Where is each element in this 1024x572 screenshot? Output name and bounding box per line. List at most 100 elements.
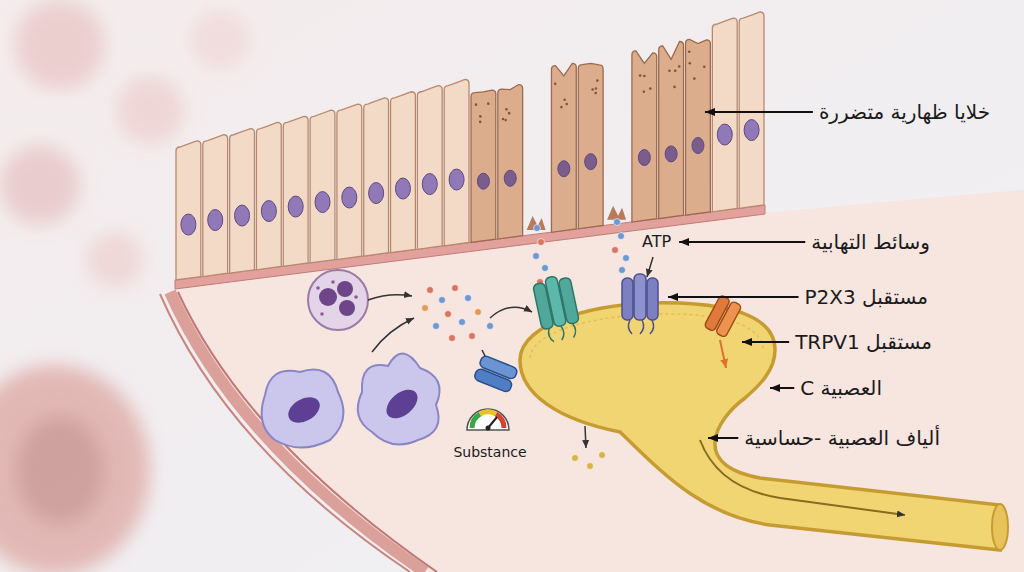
epithelium	[176, 12, 764, 280]
cell-nucleus	[315, 192, 330, 213]
mediator-dot	[534, 225, 541, 232]
damage-speckle	[703, 66, 706, 69]
damage-speckle	[643, 75, 646, 78]
cell-debris	[607, 206, 626, 220]
granule	[320, 312, 324, 316]
cell-nucleus	[449, 169, 464, 190]
receptor-trpv1	[704, 295, 742, 338]
mediator-dot	[619, 267, 626, 274]
damage-speckle	[565, 103, 568, 106]
cell-nucleus	[477, 173, 489, 189]
damage-speckle	[594, 92, 597, 95]
epithelial-cell	[444, 80, 469, 246]
cell-nucleus	[638, 150, 650, 166]
blurred-cell	[0, 145, 80, 225]
nucleus-lobe	[337, 281, 353, 297]
receptor-teal	[532, 273, 582, 344]
damage-speckle	[596, 79, 599, 82]
epithelial-cell	[659, 42, 684, 219]
cell-nucleus	[558, 161, 570, 177]
epithelial-cell	[203, 135, 228, 277]
mediator-dot	[422, 305, 429, 312]
mediator-dot	[445, 311, 452, 318]
mediator-dot	[487, 323, 494, 330]
leader-arrow	[668, 296, 799, 298]
receptor-subunit	[622, 278, 633, 320]
callout-label: ألياف العصبية -حساسية	[744, 426, 940, 450]
epithelial-cell	[471, 90, 496, 242]
granule	[316, 286, 320, 290]
nerve-end	[992, 504, 1008, 550]
nucleus	[284, 392, 324, 428]
mediator-dot	[469, 333, 476, 340]
receptor-tail	[548, 323, 578, 342]
gauge-red	[496, 414, 504, 428]
mediator-dot	[538, 239, 545, 246]
nerve-fiber	[520, 303, 1000, 550]
damage-speckle	[595, 87, 598, 90]
damage-speckle	[560, 106, 563, 109]
mediator-dot	[587, 463, 594, 470]
cell-nucleus	[288, 196, 303, 217]
cell-nucleus	[208, 210, 223, 231]
cell-nucleus	[717, 124, 732, 145]
mediator-dot	[439, 297, 446, 304]
release-arrow	[585, 426, 586, 448]
mediator-dot	[612, 247, 619, 254]
cell-nucleus	[235, 205, 250, 226]
epithelial-cell	[578, 63, 603, 228]
mediator-dot	[533, 253, 540, 260]
damage-speckle	[487, 102, 490, 105]
cell-nucleus	[422, 174, 437, 195]
cell-nucleus	[744, 120, 759, 141]
epithelial-cell	[391, 92, 416, 253]
callout-label: مستقبل TRPV1	[795, 330, 932, 354]
mediator-dot	[614, 219, 621, 226]
release-arrow	[372, 318, 414, 352]
epithelial-cell	[712, 18, 737, 212]
signal-arrow	[700, 440, 905, 515]
mediator-dot	[433, 323, 440, 330]
damage-speckle	[554, 83, 557, 86]
release-arrow	[368, 295, 412, 300]
epithelial-cell	[310, 110, 335, 263]
mediator-dot	[618, 233, 625, 240]
damage-speckle	[639, 74, 642, 77]
epithelial-cell	[256, 122, 281, 269]
mediator-dot	[449, 335, 456, 342]
macrophage	[358, 353, 440, 444]
epithelial-cell	[283, 116, 308, 266]
epithelial-cell	[176, 141, 201, 280]
trpv1-signal-arrow	[720, 340, 726, 368]
receptor-subunit	[558, 277, 579, 324]
mediator-dot	[572, 455, 579, 462]
mediator-dot	[599, 452, 606, 459]
damage-speckle	[591, 88, 594, 91]
damage-speckle	[479, 115, 482, 118]
epithelial-cell	[686, 39, 711, 215]
callout-label: ATP	[642, 232, 671, 251]
callout-label: وسائط التهابية	[811, 230, 930, 254]
mediator-dot	[459, 319, 466, 326]
mediator-dot	[465, 295, 472, 302]
damage-speckle	[688, 62, 691, 65]
cell-body	[358, 353, 440, 444]
cell-body	[262, 370, 344, 448]
gauge-label: Substance	[453, 444, 526, 461]
blurred-cell	[87, 232, 143, 288]
receptor-tail	[628, 320, 653, 334]
receptor-subunit	[634, 274, 646, 320]
neutrophil	[308, 270, 368, 330]
nucleus-lobe	[319, 288, 337, 306]
damage-speckle	[479, 121, 482, 124]
cell-nucleus	[342, 187, 357, 208]
leader-arrow	[708, 437, 738, 439]
mediator-dot	[623, 255, 630, 262]
nucleus-lobe	[339, 300, 355, 316]
damage-speckle	[508, 112, 511, 115]
cell-nucleus	[504, 170, 516, 186]
leader-arrow	[742, 341, 789, 343]
